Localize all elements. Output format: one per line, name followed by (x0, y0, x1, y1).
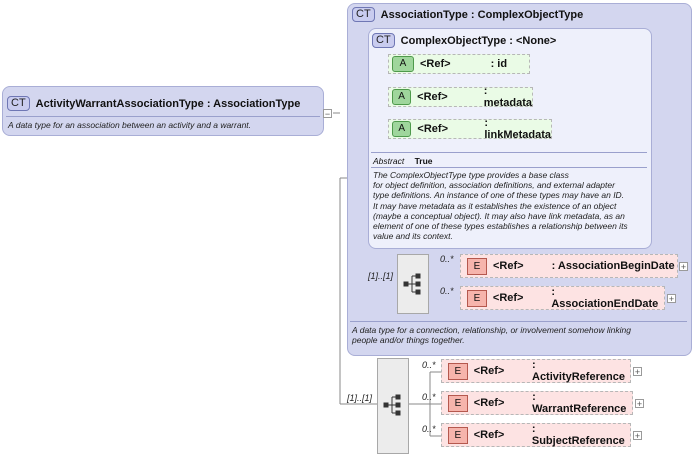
attribute-linkmetadata[interactable]: A <Ref> : linkMetadata (388, 117, 552, 141)
sequence-multiplicity: [1]..[1] (368, 271, 394, 281)
expand-icon[interactable]: + (635, 399, 644, 409)
element-association-begin-date[interactable]: E <Ref> : AssociationBeginDate (460, 254, 678, 278)
element-name: : WarrantReference (532, 391, 627, 415)
element-icon: E (467, 257, 487, 275)
root-type-box[interactable]: CT ActivityWarrantAssociationType : Asso… (2, 86, 324, 136)
element-multiplicity: 0..* (440, 254, 454, 264)
sequence-node[interactable] (397, 254, 429, 314)
attribute-name: : linkMetadata (484, 117, 552, 141)
complex-object-type-name: ComplexObjectType : <None> (400, 34, 557, 47)
element-warrant-reference[interactable]: E <Ref> : WarrantReference (441, 391, 633, 415)
element-name: : SubjectReference (531, 423, 625, 447)
divider (371, 167, 647, 168)
attribute-icon: A (392, 89, 412, 105)
attribute-icon: A (392, 121, 412, 137)
element-multiplicity: 0..* (422, 392, 436, 402)
divider (371, 152, 647, 153)
element-ref: <Ref> (493, 260, 524, 272)
attribute-name: : id (490, 58, 508, 70)
association-type-name: AssociationType : ComplexObjectType (380, 8, 584, 21)
expand-icon[interactable]: + (667, 294, 676, 304)
abstract-row: Abstract True (373, 156, 433, 166)
element-icon: E (448, 394, 468, 412)
element-multiplicity: 0..* (422, 360, 436, 370)
association-type-documentation: A data type for a connection, relationsh… (352, 325, 631, 346)
element-ref: <Ref> (492, 292, 524, 304)
sequence-multiplicity: [1]..[1] (347, 393, 373, 403)
expand-icon[interactable]: + (633, 431, 642, 441)
complex-type-icon: CT (372, 33, 395, 48)
sequence-icon (383, 394, 401, 416)
element-ref: <Ref> (473, 397, 505, 409)
divider (350, 321, 687, 322)
element-icon: E (448, 362, 468, 380)
attribute-icon: A (392, 56, 414, 72)
attribute-ref: <Ref> (417, 91, 448, 103)
element-name: : AssociationBeginDate (551, 260, 675, 272)
expand-icon[interactable]: + (633, 367, 642, 377)
element-name: : AssociationEndDate (551, 286, 659, 310)
element-icon: E (467, 289, 487, 307)
element-name: : ActivityReference (532, 359, 625, 383)
element-subject-reference[interactable]: E <Ref> : SubjectReference (441, 423, 631, 447)
sequence-icon (403, 273, 421, 295)
abstract-value: True (414, 156, 433, 166)
element-activity-reference[interactable]: E <Ref> : ActivityReference (441, 359, 631, 383)
element-ref: <Ref> (473, 365, 505, 377)
element-association-end-date[interactable]: E <Ref> : AssociationEndDate (460, 286, 665, 310)
sequence-node[interactable] (377, 358, 409, 454)
root-type-name: ActivityWarrantAssociationType : Associa… (35, 97, 301, 110)
attribute-ref: <Ref> (417, 123, 448, 135)
element-multiplicity: 0..* (440, 286, 454, 296)
element-multiplicity: 0..* (422, 424, 436, 434)
attribute-ref: <Ref> (420, 58, 451, 70)
complex-type-icon: CT (7, 96, 30, 111)
attribute-id[interactable]: A <Ref> : id (388, 54, 530, 74)
attribute-metadata[interactable]: A <Ref> : metadata (388, 85, 533, 109)
expand-icon[interactable]: + (679, 262, 688, 272)
element-ref: <Ref> (473, 429, 505, 441)
attribute-name: : metadata (483, 85, 532, 109)
root-type-documentation: A data type for an association between a… (8, 120, 252, 130)
collapse-icon[interactable]: − (323, 109, 332, 119)
complex-object-type-documentation: The ComplexObjectType type provides a ba… (373, 170, 628, 242)
complex-type-icon: CT (352, 7, 375, 22)
element-icon: E (448, 426, 468, 444)
abstract-label: Abstract (373, 156, 405, 166)
